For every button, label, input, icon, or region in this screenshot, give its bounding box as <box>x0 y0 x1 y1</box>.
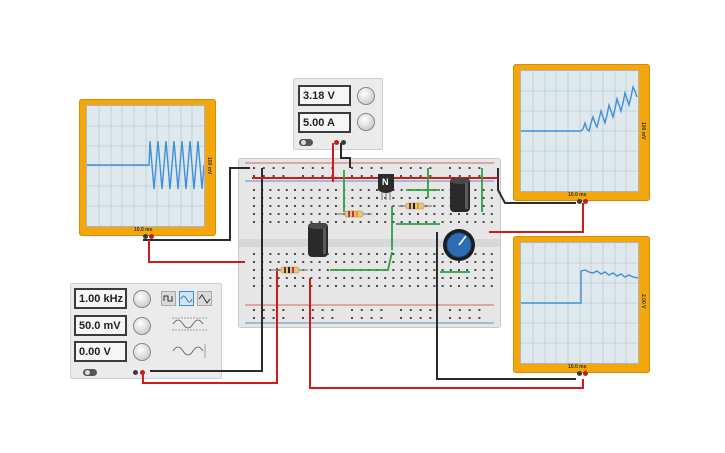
amplitude-diagram-icon <box>172 317 208 331</box>
input-sine-trace <box>87 140 204 190</box>
oscilloscope-output-ac-plot <box>521 71 638 191</box>
wire-scope-ac-pos <box>489 203 584 233</box>
supply-current-display: 5.00 A <box>298 112 351 133</box>
breadboard-holes <box>239 162 500 324</box>
offset-display: 0.00 V <box>74 341 127 362</box>
amplitude-display: 50.0 mV <box>74 315 127 336</box>
time-division-label: 10.0 ms <box>134 227 153 233</box>
supply-terminal-pos[interactable] <box>334 140 339 145</box>
scope-input-terminal-neg[interactable] <box>143 234 148 239</box>
dc-power-supply[interactable]: 3.18 V 5.00 A <box>293 78 383 150</box>
voltage-knob[interactable] <box>357 87 375 105</box>
transistor-label: N <box>382 177 389 187</box>
time-division-label: 10.0 ms <box>568 192 587 198</box>
oscilloscope-input-screen <box>86 105 205 227</box>
triangle-wave-icon[interactable] <box>197 291 212 306</box>
oscilloscope-output-dc[interactable]: 10.0 ms 2.00 V <box>513 236 650 376</box>
generator-power-switch[interactable] <box>83 369 97 376</box>
oscilloscope-output-dc-plot <box>521 243 638 363</box>
time-division-label: 10.0 ms <box>568 364 587 370</box>
supply-terminal-neg[interactable] <box>341 140 346 145</box>
sine-wave-icon[interactable] <box>179 291 194 306</box>
breadboard[interactable] <box>238 158 501 328</box>
volt-division-label: 100 mV <box>206 157 212 175</box>
square-wave-icon[interactable] <box>161 291 176 306</box>
frequency-knob[interactable] <box>133 290 151 308</box>
generator-terminal-pos[interactable] <box>140 370 145 375</box>
oscilloscope-output-ac[interactable]: 10.0 ms 100 mV <box>513 64 650 204</box>
function-generator[interactable]: 1.00 kHz 50.0 mV 0.00 V <box>70 283 222 379</box>
amplitude-knob[interactable] <box>133 317 151 335</box>
offset-diagram-icon <box>172 344 206 358</box>
volt-division-label: 100 mV <box>640 122 646 140</box>
current-knob[interactable] <box>357 113 375 131</box>
scope-input-terminal-pos[interactable] <box>149 234 154 239</box>
wire-scope-left-pos <box>148 240 245 263</box>
oscilloscope-input-plot <box>87 106 204 226</box>
scope-ac-terminal-neg[interactable] <box>577 199 582 204</box>
supply-voltage-display: 3.18 V <box>298 85 351 106</box>
output-ac-trace <box>521 84 638 133</box>
generator-terminal-neg[interactable] <box>133 370 138 375</box>
output-dc-trace <box>521 269 638 304</box>
scope-dc-terminal-neg[interactable] <box>577 371 582 376</box>
frequency-display: 1.00 kHz <box>74 288 127 309</box>
supply-power-switch[interactable] <box>299 139 313 146</box>
oscilloscope-input[interactable]: 10.0 ms 100 mV <box>79 99 216 239</box>
offset-knob[interactable] <box>133 343 151 361</box>
oscilloscope-output-dc-screen <box>520 242 639 364</box>
oscilloscope-output-ac-screen <box>520 70 639 192</box>
volt-division-label: 2.00 V <box>640 294 646 309</box>
scope-dc-terminal-pos[interactable] <box>583 371 588 376</box>
scope-ac-terminal-pos[interactable] <box>583 199 588 204</box>
